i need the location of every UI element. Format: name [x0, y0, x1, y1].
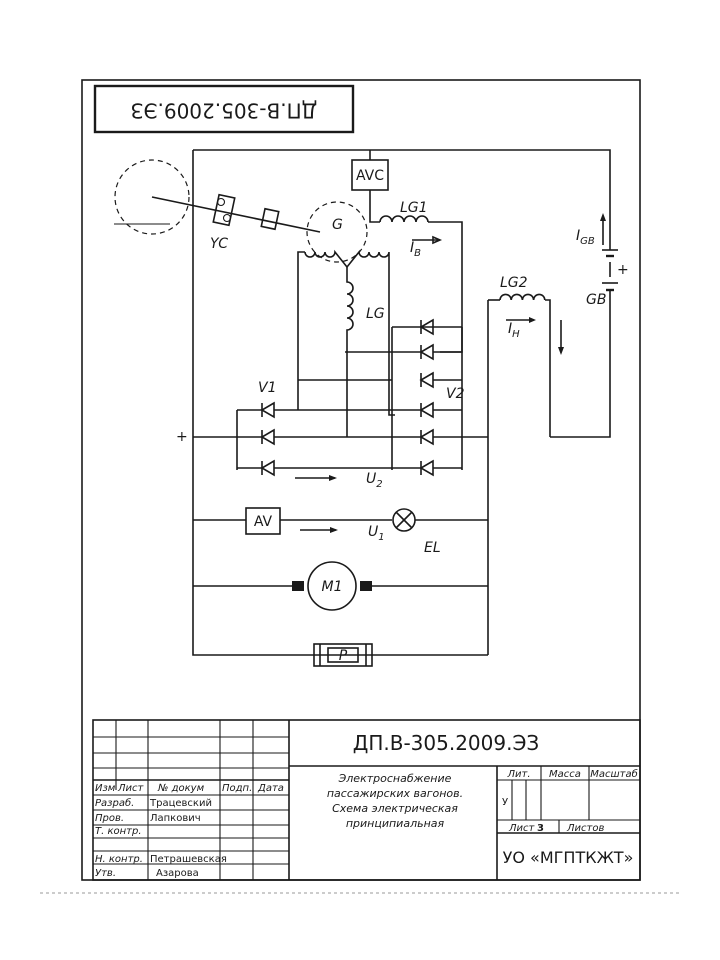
tb-name-developer: Трацевский: [149, 798, 212, 809]
tb-desc-line-3: Схема электрическая: [332, 802, 458, 815]
rotated-stamp-text: ДП.В-305.2009.ЭЗ: [131, 99, 318, 123]
el-label: EL: [424, 540, 441, 556]
tb-header-date: Дата: [257, 783, 284, 794]
minus-label: –: [472, 429, 479, 445]
tb-name-ncontrol: Петрашевская: [150, 854, 227, 865]
generator-g: [306, 201, 368, 263]
top-bus-wire: [193, 149, 611, 250]
tb-doc-code: ДП.В-305.2009.ЭЗ: [353, 731, 540, 755]
tb-sheet-num: 3: [537, 823, 544, 834]
gb-plus-label: +: [617, 262, 629, 278]
v2-diodes: [392, 318, 462, 477]
gb-label: GB: [586, 292, 606, 308]
tb-desc-line-2: пассажирских вагонов.: [327, 787, 463, 800]
tb-sheet-label: Лист: [508, 823, 536, 834]
tb-name-checked: Лапкович: [150, 813, 201, 824]
lg1-label: LG1: [400, 200, 428, 216]
v2-label: V2: [446, 386, 465, 402]
motor-m1: [307, 561, 357, 611]
yc-clutch: [212, 193, 236, 227]
lg1-coil: [379, 215, 429, 223]
left-bus-wire: [192, 150, 488, 656]
tb-mass-label: Масса: [549, 769, 581, 780]
tb-desc-line-1: Электроснабжение: [338, 772, 452, 785]
phase-coil-c: [346, 267, 354, 437]
phase-coil-a: [304, 249, 348, 268]
v1-diodes: [237, 401, 392, 477]
ib-label: IB: [410, 240, 421, 259]
battery-gb: [602, 249, 618, 292]
lg2-right-wire: [545, 299, 551, 437]
tb-role-developer: Разраб.: [95, 797, 134, 809]
in-label: IH: [508, 321, 520, 340]
av-label: AV: [254, 514, 273, 530]
rotated-stamp: ДП.В-305.2009.ЭЗ: [93, 84, 355, 134]
title-block: [92, 719, 641, 881]
tb-role-ncontrol: Н. контр.: [95, 854, 143, 865]
plus-label: +: [176, 429, 188, 445]
lg2-label: LG2: [500, 275, 528, 291]
tb-header-izm: Изм: [95, 783, 116, 794]
av-box: [245, 507, 281, 535]
tb-lit-value: У: [502, 797, 508, 808]
shaft: [151, 196, 321, 233]
tb-scale-label: Масштаб: [590, 768, 638, 780]
u1-label: U1: [368, 524, 385, 543]
tb-header-sign: Подп.: [222, 783, 252, 794]
p-label: P: [339, 648, 348, 664]
heater-p: [313, 643, 373, 667]
phase-coil-b: [346, 249, 395, 416]
igb-label: IGB: [576, 228, 595, 247]
tb-role-tcontrol: Т. контр.: [95, 826, 142, 837]
v1-label: V1: [258, 380, 276, 396]
coupling: [260, 207, 280, 231]
tb-name-approved: Азарова: [156, 868, 199, 879]
lg2-coil: [499, 293, 546, 301]
wheel-circle: [114, 159, 190, 235]
avc-label: AVC: [356, 168, 384, 184]
g-label: G: [332, 217, 343, 233]
tb-lit-label: Лит.: [506, 769, 530, 780]
tb-org: УО «МГПТКЖТ»: [503, 848, 634, 867]
tb-sheets-label: Листов: [566, 823, 604, 834]
lg-label: LG: [366, 306, 385, 322]
tb-desc-line-4: принципиальная: [346, 817, 445, 830]
tb-header-list: Лист: [117, 783, 145, 794]
tb-role-checked: Пров.: [95, 813, 124, 824]
battery-wire: [550, 290, 611, 438]
yc-label: YC: [210, 236, 228, 252]
m1-label: M1: [322, 579, 343, 595]
tb-header-docnum: № докум: [157, 783, 205, 794]
tb-role-approved: Утв.: [95, 868, 116, 879]
u2-label: U2: [366, 471, 383, 490]
